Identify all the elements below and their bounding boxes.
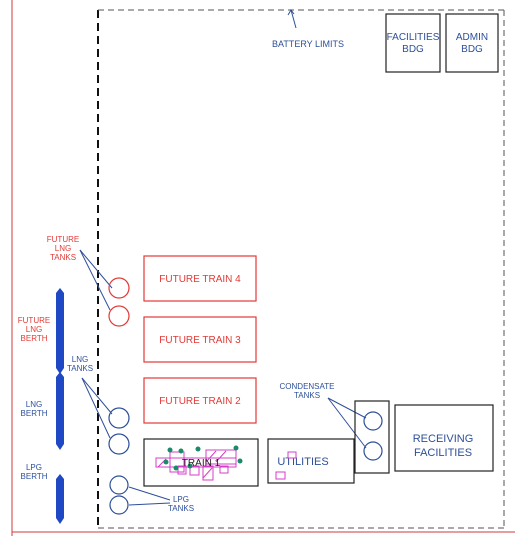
lpg-tanks-arrow-1 [128,486,171,501]
train-1-label: TRAIN 1 [182,458,221,469]
lng-berth-label-2: BERTH [21,409,48,418]
battery-limits-label: BATTERY LIMITS [272,39,344,49]
lng-tank-1 [108,407,130,429]
lng-tanks-arrow-2 [81,377,111,439]
lpg-tanks-arrow-2 [128,502,171,506]
battery-limits-arrow [290,9,297,29]
lpg-berth-label-2: BERTH [21,472,48,481]
admin-building [445,13,499,73]
condensate-tanks-label-1: CONDENSATE [280,382,335,391]
future-lng-tanks-label-2: LNG [55,244,71,253]
receiving-facilities-label-1: RECEIVING [413,433,474,445]
utilities-equipment-2 [275,471,286,480]
future-lng-berth [56,288,64,374]
train-1-equipment [155,449,237,481]
admin-building-label-2: BDG [461,44,483,55]
future-train-3 [143,316,257,363]
train-1-dots [163,445,243,471]
condensate-tanks-label-2: TANKS [294,391,320,400]
lpg-berth [56,474,64,524]
receiving-facilities [394,404,494,472]
facilities-building-label-2: BDG [402,44,424,55]
future-lng-tanks-arrow-2 [79,249,111,311]
future-lng-tank-2 [108,305,130,327]
lng-berth [56,372,64,450]
condensate-tanks-arrow-2 [327,397,367,449]
utilities-equipment-1 [287,451,297,459]
lpg-tanks-label-2: TANKS [168,504,194,513]
future-lng-berth-label-3: BERTH [21,334,48,343]
receiving-facilities-label-2: FACILITIES [414,447,472,459]
future-lng-tanks-label-1: FUTURE [47,235,79,244]
battery-limits-arrowhead [287,9,295,16]
future-train-4-label: FUTURE TRAIN 4 [159,274,241,285]
lpg-tank-1 [109,475,129,495]
utilities [267,438,355,484]
lpg-tank-2 [109,495,129,515]
lpg-tanks-label-1: LPG [173,495,189,504]
future-train-4 [143,255,257,302]
utilities-label: UTILITIES [277,456,328,468]
future-train-2-label: FUTURE TRAIN 2 [159,396,241,407]
future-train-2 [143,377,257,424]
condensate-tank-area [354,400,390,474]
train-1 [143,438,259,487]
future-lng-tank-1 [108,277,130,299]
lng-tanks-label-1: LNG [72,355,88,364]
lng-berth-label-1: LNG [26,400,42,409]
condensate-tank-2 [363,441,383,461]
lng-tanks-label-2: TANKS [67,364,93,373]
future-train-3-label: FUTURE TRAIN 3 [159,335,241,346]
condensate-tank-1 [363,411,383,431]
future-lng-tanks-label-3: TANKS [50,253,76,262]
admin-building-label-1: ADMIN [456,32,488,43]
lpg-berth-label-1: LPG [26,463,42,472]
future-lng-berth-label-2: LNG [26,325,42,334]
future-lng-berth-label-1: FUTURE [18,316,50,325]
facilities-building [385,13,441,73]
facilities-building-label-1: FACILITIES [387,32,440,43]
condensate-tanks-arrow-1 [327,397,367,419]
lng-tank-2 [108,433,130,455]
lng-tanks-arrow-1 [81,377,113,415]
future-lng-tanks-arrow-1 [79,249,113,289]
